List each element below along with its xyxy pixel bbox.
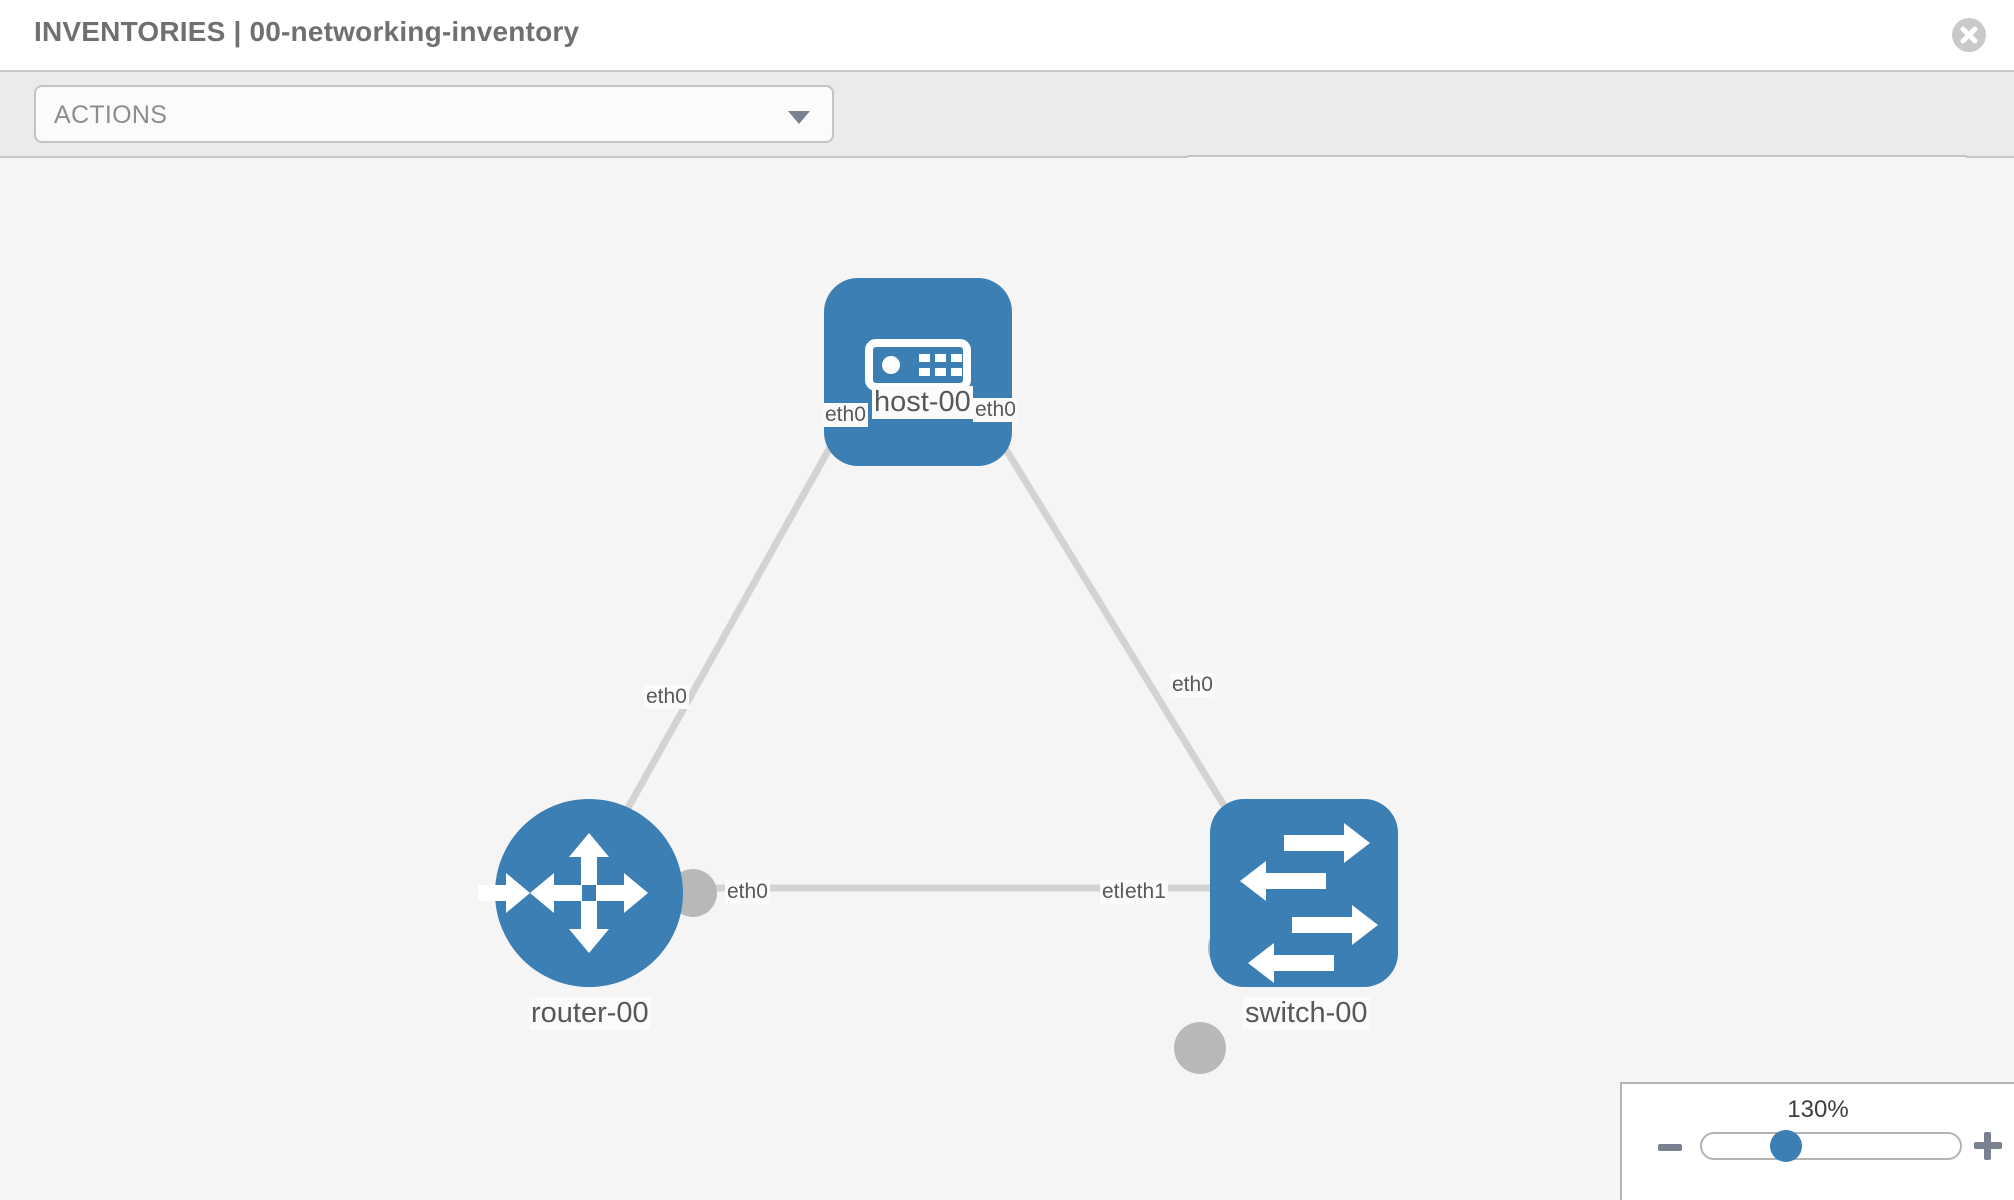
close-icon[interactable]	[1952, 18, 1986, 52]
page-title: INVENTORIES | 00-networking-inventory	[34, 16, 580, 47]
minus-icon[interactable]	[1658, 1144, 1682, 1151]
iface-label-router00-uplink: eth0	[644, 685, 689, 709]
iface-label-host00-right: eth0	[973, 398, 1018, 422]
plus-icon[interactable]	[1974, 1132, 2002, 1160]
iface-label-switch00-uplink: eth0	[1170, 673, 1215, 697]
toolbar: ACTIONS SEARCH	[0, 70, 2014, 213]
topology-canvas[interactable]: eth0 host-00 eth0 eth0 eth0 eth0 eth0 et…	[0, 158, 2014, 1200]
chevron-down-icon	[788, 111, 810, 124]
iface-label-router00-eth0: eth0	[725, 880, 770, 904]
switch-arrows-icon	[1240, 823, 1378, 983]
zoom-slider-track[interactable]	[1700, 1132, 1962, 1160]
actions-dropdown[interactable]: ACTIONS	[34, 85, 834, 143]
zoom-control-panel: 130%	[1620, 1082, 2014, 1200]
zoom-slider-thumb[interactable]	[1770, 1130, 1802, 1162]
node-label-switch-00: switch-00	[1243, 997, 1370, 1030]
router-arrows-icon	[478, 833, 648, 953]
node-label-router-00: router-00	[529, 997, 651, 1030]
node-switch-00[interactable]	[1210, 799, 1398, 987]
page-header: INVENTORIES | 00-networking-inventory	[0, 0, 2014, 70]
zoom-level-value: 130%	[1787, 1096, 1849, 1123]
node-router-00[interactable]	[478, 799, 683, 987]
node-label-host-00: host-00	[872, 386, 973, 419]
iface-label-switch00-eth1: eth1	[1123, 880, 1168, 904]
endpoint-switch00-eth1[interactable]	[1174, 1022, 1226, 1074]
iface-label-host00-left: eth0	[823, 403, 868, 427]
node-host-00[interactable]	[824, 278, 1012, 466]
actions-dropdown-label: ACTIONS	[54, 101, 168, 129]
topology-graph	[478, 278, 1398, 1074]
